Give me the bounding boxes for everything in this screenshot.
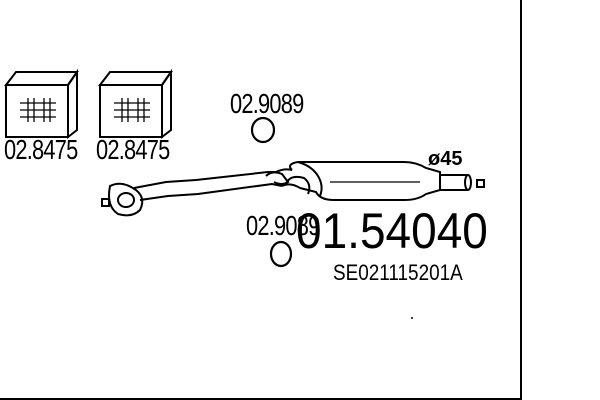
inlet-flange xyxy=(101,182,144,217)
silencer-body xyxy=(285,161,441,201)
part-code-gasket-1: 02.9089 xyxy=(230,88,304,119)
part-code-gasket-2: 02.9089 xyxy=(246,210,320,241)
reference-number: SE021115201A xyxy=(333,260,463,285)
outlet-pipe xyxy=(440,174,485,191)
clamp-kit-box-1 xyxy=(3,68,79,140)
gasket-ring-1 xyxy=(250,116,276,144)
diameter-label: ø45 xyxy=(428,148,463,170)
diagram-frame xyxy=(0,0,522,400)
clamp-kit-box-2 xyxy=(97,68,173,140)
middle-pipe xyxy=(133,168,301,201)
part-code-clamp-1: 02.8475 xyxy=(4,134,78,165)
gasket-ring-2 xyxy=(269,240,293,268)
stray-dot xyxy=(411,317,413,319)
main-part-number: 01.54040 xyxy=(296,203,488,259)
part-code-clamp-2: 02.8475 xyxy=(96,134,170,165)
